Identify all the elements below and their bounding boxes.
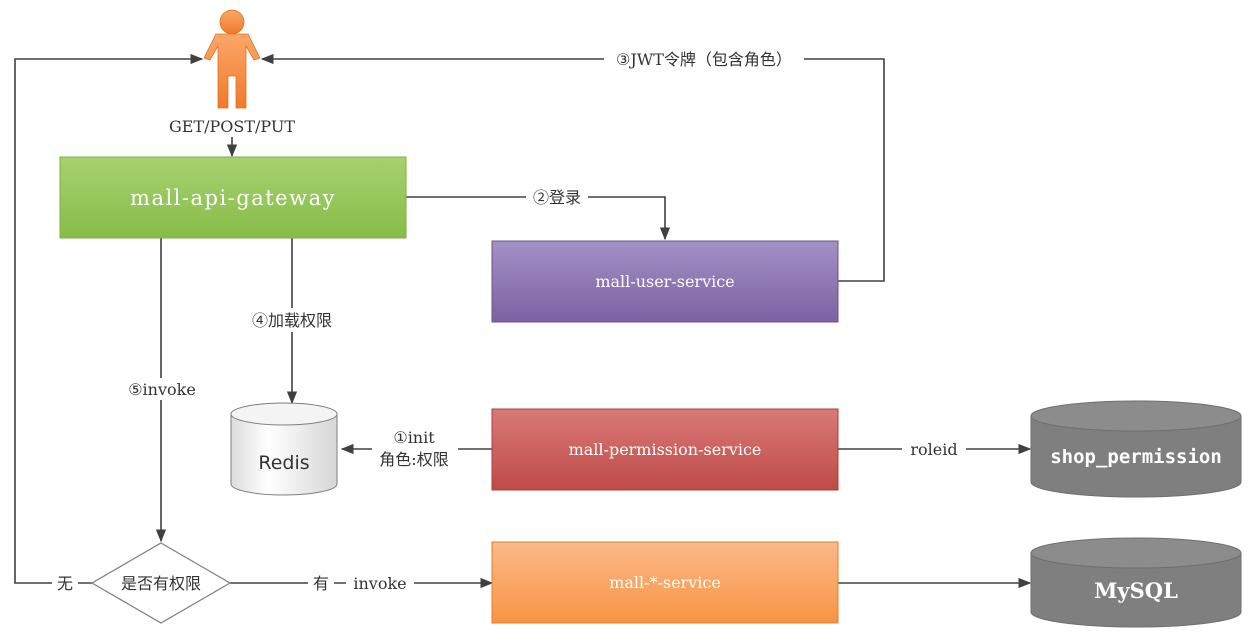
init-label-line1: ①init [393,428,435,447]
login-label: ②登录 [533,188,581,207]
decision-label: 是否有权限 [121,574,201,593]
star-service-label: mall-*-service [609,573,721,592]
node-mysql: MySQL [1030,537,1242,628]
edge-no [14,53,204,584]
node-redis: Redis [230,402,338,496]
jwt-label: ③JWT令牌（包含角色） [616,50,792,69]
init-label-line2: 角色:权限 [379,450,448,469]
redis-label: Redis [258,452,309,474]
invoke-step-label: ⑤invoke [128,380,196,399]
invoke-label: invoke [353,574,406,593]
node-user-service: mall-user-service [491,240,839,323]
node-star-service: mall-*-service [491,541,839,624]
yes-label: 有 [313,574,329,593]
gateway-label: mall-api-gateway [130,186,336,210]
load-perm-label: ④加载权限 [252,311,332,330]
edge-jwt [260,53,885,282]
node-shop-permission: shop_permission [1030,400,1242,498]
edge-login [406,196,671,241]
permission-service-label: mall-permission-service [569,440,762,459]
edge-labels: GET/POST/PUT ②登录 ③JWT令牌（包含角色） ④加载权限 ⑤inv… [52,47,966,594]
node-gateway: mall-api-gateway [59,156,407,239]
roleid-label: roleid [910,440,957,459]
shop-permission-label: shop_permission [1050,446,1222,468]
http-methods-label: GET/POST/PUT [169,117,295,136]
mysql-label: MySQL [1094,578,1178,603]
node-permission-service: mall-permission-service [491,408,839,491]
node-decision: 是否有权限 [90,542,232,624]
no-label: 无 [57,574,73,593]
user-service-label: mall-user-service [595,272,734,291]
person-icon [203,9,261,109]
